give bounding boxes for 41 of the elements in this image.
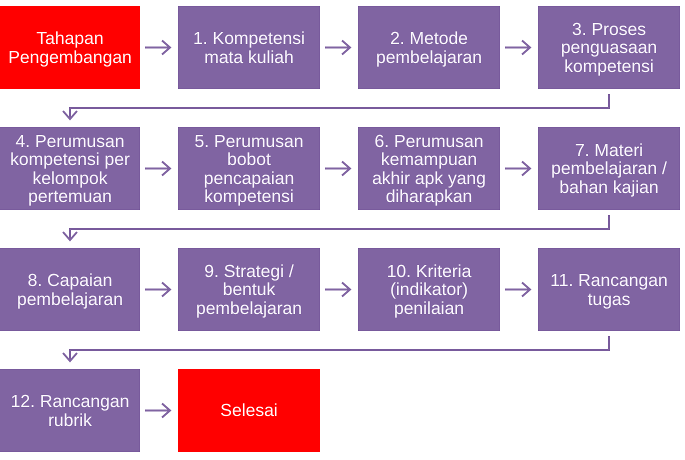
process-box xyxy=(178,127,320,210)
arrow xyxy=(145,40,171,56)
step-text: 5. Perumusan bobot pencapaian kompetensi xyxy=(194,132,304,206)
arrow xyxy=(62,94,610,120)
process-box xyxy=(538,6,680,89)
arrow xyxy=(62,336,610,362)
step-text: 1. Kompetensi mata kuliah xyxy=(192,29,306,66)
step-text: 7. Materi pembelajaran / bahan kajian xyxy=(550,140,668,196)
arrow xyxy=(325,160,351,176)
process-box xyxy=(358,248,500,331)
step-text: 10. Kriteria (indikator) penilaian xyxy=(386,262,472,318)
arrow xyxy=(325,40,351,56)
step-text: 11. Rancangan tugas xyxy=(549,271,669,308)
arrow xyxy=(145,160,171,176)
step-text: 2. Metode pembelajaran xyxy=(374,29,484,66)
process-box xyxy=(538,127,680,210)
process-box xyxy=(0,127,140,210)
process-box xyxy=(538,248,680,331)
arrow xyxy=(505,282,531,298)
arrow xyxy=(62,215,610,241)
step-text: 4. Perumusan kompetensi per kelompok pertemuan xyxy=(9,132,131,206)
process-box xyxy=(0,369,140,452)
step-text: Tahapan Pengembangan xyxy=(8,29,132,66)
step-text: 6. Perumusan kemampuan akhir apk yang diharapkan xyxy=(371,132,487,206)
step-text: 8. Capaian pembelajaran xyxy=(16,271,124,308)
process-box xyxy=(178,248,320,331)
step-text: 12. Rancangan rubrik xyxy=(10,392,130,429)
step-text: Selesai xyxy=(220,401,278,420)
arrow xyxy=(145,402,171,418)
process-box xyxy=(0,248,140,331)
process-box xyxy=(178,6,320,89)
terminal-box xyxy=(178,369,320,452)
arrow xyxy=(145,282,171,298)
terminal-box xyxy=(0,6,140,89)
arrow xyxy=(505,40,531,56)
arrow xyxy=(505,160,531,176)
process-box xyxy=(358,6,500,89)
step-text: 9. Strategi / bentuk pembelajaran xyxy=(194,262,304,318)
step-text: 3. Proses penguasaan kompetensi xyxy=(560,20,658,76)
process-box xyxy=(358,127,500,210)
arrow xyxy=(325,282,351,298)
